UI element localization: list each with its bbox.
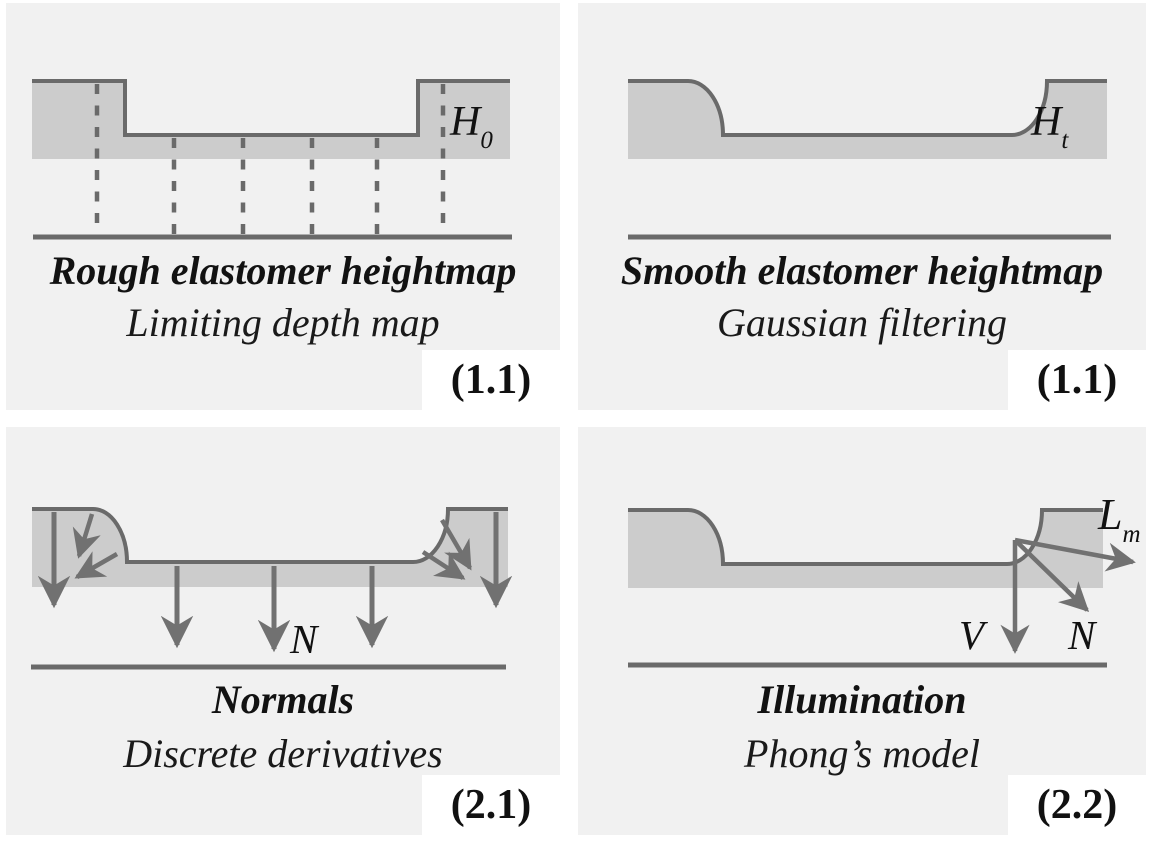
panel-subtitle: Discrete derivatives xyxy=(123,731,443,776)
panel-normals: N Normals Discrete derivatives (2.1) xyxy=(6,427,560,835)
panel-rough-heightmap: H0 Rough elastomer heightmap Limiting de… xyxy=(6,3,560,410)
heightmap-symbol-h0: H0 xyxy=(450,99,493,154)
elastomer-body xyxy=(32,509,508,587)
panel-illumination: V N Lm Illumination Phong’s model (2.2) xyxy=(578,427,1146,835)
elastomer-body xyxy=(32,81,510,159)
equation-tag: (2.1) xyxy=(422,775,560,835)
panel-smooth-heightmap: Ht Smooth elastomer heightmap Gaussian f… xyxy=(578,3,1146,410)
depth-dashed-lines xyxy=(94,84,446,237)
light-vector-symbol: Lm xyxy=(1098,490,1141,548)
smooth-heightmap-diagram xyxy=(628,79,1111,240)
light-vector xyxy=(1014,537,1136,572)
illumination-diagram xyxy=(628,508,1136,668)
equation-tag: (2.2) xyxy=(1008,775,1146,835)
normals-diagram xyxy=(31,507,513,670)
panel-title: Normals xyxy=(211,677,355,722)
panel-title: Rough elastomer heightmap xyxy=(49,248,517,293)
normal-arrows xyxy=(37,512,513,653)
rough-heightmap-diagram xyxy=(32,79,512,240)
elastomer-body xyxy=(628,510,1103,588)
panel-title: Smooth elastomer heightmap xyxy=(620,248,1104,293)
panel-subtitle: Limiting depth map xyxy=(126,300,440,345)
elastomer-surface-profile xyxy=(628,508,1103,566)
normal-vector-symbol: N xyxy=(1068,612,1096,658)
phong-vectors xyxy=(1000,537,1136,654)
panel-subtitle: Gaussian filtering xyxy=(716,300,1008,345)
normal-vector-symbol: N xyxy=(290,616,318,662)
elastomer-surface-profile xyxy=(32,79,510,137)
panel-subtitle: Phong’s model xyxy=(744,731,980,776)
heightmap-symbol-ht: Ht xyxy=(1031,99,1069,154)
view-vector-symbol: V xyxy=(959,612,985,658)
elastomer-body xyxy=(628,81,1107,159)
elastomer-surface-profile xyxy=(628,79,1107,137)
normal-vector xyxy=(1013,538,1090,613)
equation-tag: (1.1) xyxy=(422,350,560,410)
equation-tag: (1.1) xyxy=(1008,350,1146,410)
elastomer-surface-profile xyxy=(32,507,508,564)
panel-title: Illumination xyxy=(757,677,967,722)
